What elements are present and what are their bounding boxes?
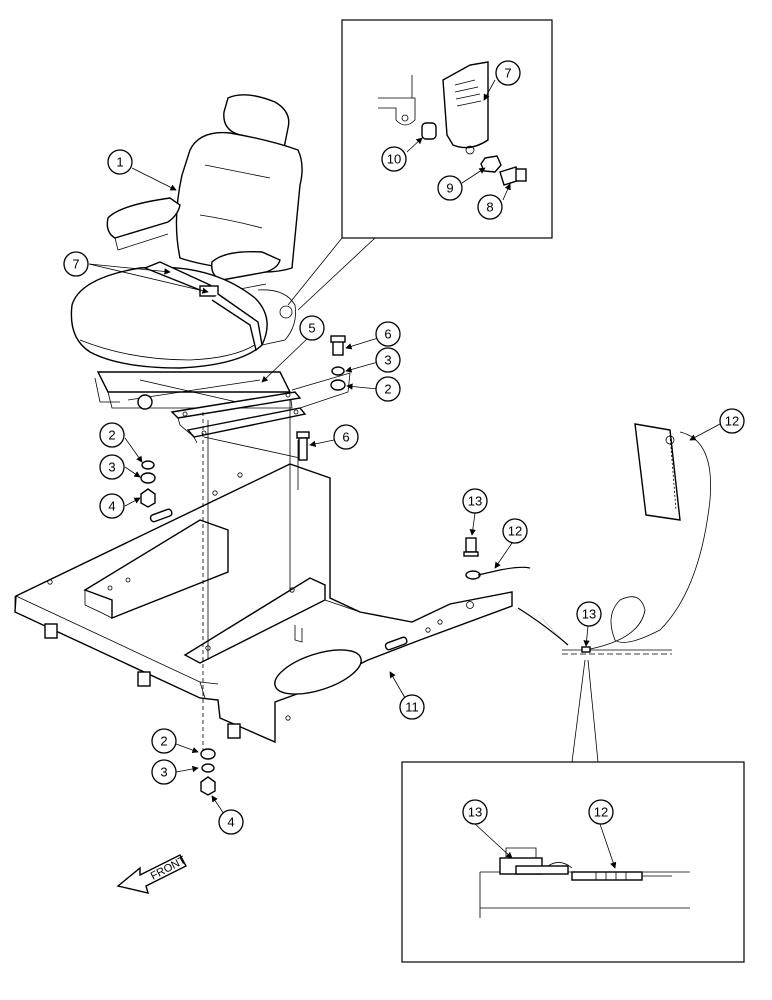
svg-text:11: 11 — [405, 700, 419, 715]
callout-12-cable: 12 — [502, 518, 528, 544]
svg-text:2: 2 — [384, 382, 391, 397]
nut — [480, 155, 502, 173]
seat-mounting-plate — [14, 400, 513, 750]
hardware-bolt-washer-upper — [140, 335, 346, 508]
svg-text:5: 5 — [308, 321, 315, 336]
callout-7-seat: 7 — [63, 251, 89, 277]
callout-4-left: 4 — [99, 493, 125, 519]
svg-text:3: 3 — [160, 765, 167, 780]
svg-text:6: 6 — [384, 327, 391, 342]
svg-text:8: 8 — [486, 200, 493, 215]
spacer — [421, 122, 437, 140]
svg-text:4: 4 — [227, 815, 234, 830]
operator-seat — [70, 94, 303, 410]
callout-7-inset: 7 — [495, 60, 521, 86]
callout-3-left: 3 — [99, 454, 125, 480]
svg-text:7: 7 — [504, 66, 511, 81]
svg-text:12: 12 — [594, 805, 608, 820]
callout-2-upper: 2 — [375, 376, 401, 402]
callout-10: 10 — [381, 146, 407, 172]
callout-12-tag: 12 — [719, 408, 745, 434]
callout-12-inset: 12 — [588, 799, 614, 825]
detail-inset-seat-belt — [287, 19, 553, 311]
svg-text:3: 3 — [108, 460, 115, 475]
callout-8: 8 — [477, 194, 503, 220]
svg-text:9: 9 — [446, 181, 453, 196]
seat-rails — [170, 372, 351, 459]
svg-text:4: 4 — [108, 499, 115, 514]
callout-3-upper: 3 — [375, 347, 401, 373]
seat-belt-strap — [442, 61, 489, 149]
callout-1: 1 — [107, 149, 133, 175]
callout-13-inset: 13 — [462, 799, 488, 825]
callout-3-bottom: 3 — [151, 759, 177, 785]
detail-inset-ground-connection — [401, 761, 745, 963]
front-direction-arrow: FRONT — [116, 854, 188, 894]
callout-4-bottom: 4 — [218, 809, 244, 835]
callout-2-left: 2 — [99, 422, 125, 448]
svg-text:13: 13 — [468, 494, 482, 509]
seat-bracket — [378, 97, 416, 126]
svg-text:7: 7 — [72, 257, 79, 272]
callout-13-section: 13 — [576, 601, 602, 627]
svg-text:12: 12 — [508, 524, 522, 539]
ground-cable — [477, 423, 711, 763]
svg-text:6: 6 — [342, 430, 349, 445]
svg-text:10: 10 — [387, 152, 401, 167]
svg-text:3: 3 — [384, 353, 391, 368]
callout-13-top: 13 — [462, 488, 488, 514]
leader-lines — [88, 167, 721, 821]
hardware-cable-bolt — [463, 537, 481, 580]
callout-5: 5 — [299, 315, 325, 341]
callout-6-upper: 6 — [375, 321, 401, 347]
svg-text:13: 13 — [582, 607, 596, 622]
seat-tag-plate — [634, 423, 681, 521]
callout-11: 11 — [399, 694, 425, 720]
hardware-stack-lower — [200, 748, 216, 796]
svg-text:1: 1 — [116, 155, 123, 170]
svg-text:2: 2 — [160, 734, 167, 749]
callout-9: 9 — [437, 175, 463, 201]
callout-6-lower: 6 — [333, 424, 359, 450]
svg-text:12: 12 — [725, 414, 739, 429]
svg-text:13: 13 — [468, 805, 482, 820]
svg-text:2: 2 — [108, 428, 115, 443]
callout-2-bottom: 2 — [151, 728, 177, 754]
seat-belt — [143, 261, 212, 291]
